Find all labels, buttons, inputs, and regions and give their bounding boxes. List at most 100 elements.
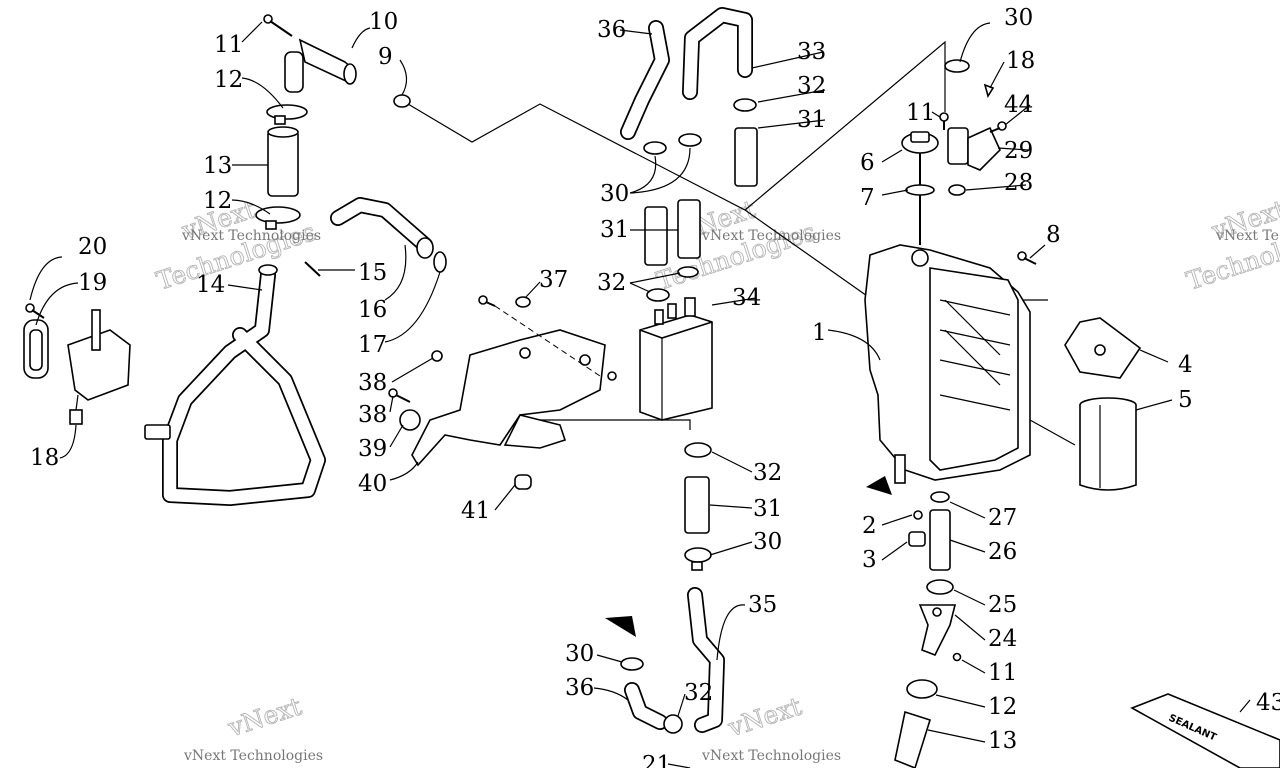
callout-5: 5	[1178, 387, 1193, 413]
callout-21: 21	[642, 752, 671, 768]
callout-13: 13	[203, 153, 232, 179]
callout-10: 10	[369, 9, 398, 35]
callout-11: 11	[906, 100, 935, 126]
o-ring-27	[930, 491, 950, 503]
watermark-logo-vnext: vNext	[224, 692, 305, 743]
hose-37	[620, 20, 670, 140]
watermark-caption: vNext Technologies	[701, 228, 841, 244]
ring-32-top	[733, 98, 757, 112]
screw-44	[989, 121, 1007, 133]
callout-32: 32	[684, 680, 713, 706]
clamp-30-tank	[944, 59, 970, 73]
elbow-36	[620, 657, 668, 730]
callout-17: 17	[358, 332, 387, 358]
bracket-plate-4	[1064, 317, 1142, 379]
callout-38: 37	[539, 267, 568, 293]
canister-34	[639, 297, 713, 421]
callout-41: 40	[358, 471, 387, 497]
drain-plug-3	[908, 531, 926, 547]
callout-12: 12	[214, 67, 243, 93]
callout-11: 11	[214, 32, 243, 58]
callout-35: 35	[748, 592, 777, 618]
hose-14	[144, 264, 326, 506]
dipstick-cap-6	[901, 131, 939, 245]
callout-28: 28	[1004, 170, 1033, 196]
direction-arrow-right	[866, 476, 892, 495]
watermark-caption: vNext Technologies	[701, 748, 841, 764]
callout-27: 27	[988, 505, 1017, 531]
callout-18: 18	[1006, 48, 1035, 74]
plug-40	[399, 409, 421, 431]
hose-16	[330, 197, 434, 259]
o-ring-9	[393, 94, 411, 108]
filter-sleeve-5	[1079, 397, 1137, 491]
grommet-38-lower	[431, 350, 443, 362]
callout-31: 31	[753, 496, 782, 522]
elbow-fitting-10	[284, 38, 357, 93]
callout-32: 32	[797, 73, 826, 99]
nut-bracket	[607, 371, 617, 381]
screw-39	[388, 388, 411, 403]
callout-40: 39	[358, 436, 387, 462]
o-ring-25	[926, 579, 954, 595]
screw-11-tank	[939, 112, 949, 130]
hose-31-pair	[644, 199, 701, 266]
watermark-caption: vNext Technologies	[183, 748, 323, 764]
callout-29: 29	[1004, 138, 1033, 164]
ring-32-lower	[663, 714, 683, 734]
callout-30: 30	[753, 529, 782, 555]
callout-30: 30	[1004, 5, 1033, 31]
callout-43: 43	[1256, 690, 1280, 716]
clip-18	[983, 83, 995, 98]
leader-lines	[29, 21, 1251, 768]
direction-arrow-left	[605, 616, 636, 637]
bolt-38-top	[478, 295, 496, 307]
watermark-caption: vNext Technologies	[181, 228, 321, 244]
callout-19: 19	[78, 270, 107, 296]
oil-tank-1	[864, 244, 1031, 484]
callout-24: 24	[988, 626, 1017, 652]
watermark-logo: vNext	[223, 691, 305, 743]
screw-11-lower	[952, 652, 962, 662]
callout-32: 32	[597, 270, 626, 296]
callout-25: 25	[988, 592, 1017, 618]
callout-38: 38	[358, 370, 387, 396]
clamp-30-upper-pair	[643, 133, 702, 155]
callout-32: 32	[753, 460, 782, 486]
callout-labels: 10 9 11 12 13 12 14 15 16 17 20 19 18 36…	[30, 5, 1280, 768]
callout-15: 15	[358, 260, 387, 286]
hose-33	[682, 7, 753, 100]
lower-hose-stack	[684, 442, 712, 571]
callout-3: 3	[862, 547, 877, 573]
bracket-41	[411, 329, 606, 467]
clamp-17	[433, 251, 447, 273]
hose-clamp-12-lower	[255, 206, 301, 230]
elbow-24	[918, 604, 957, 657]
callout-37: 36	[597, 17, 626, 43]
callout-16: 16	[358, 297, 387, 323]
callout-11: 11	[988, 660, 1017, 686]
callout-31: 31	[600, 217, 629, 243]
watermark-caption-partial: vNext Te	[1215, 228, 1279, 244]
washer-2	[913, 510, 923, 520]
ring-32-pair	[646, 266, 699, 302]
nut-38	[515, 296, 531, 308]
callout-9: 9	[378, 44, 393, 70]
callout-4: 4	[1178, 352, 1193, 378]
connector-15	[304, 261, 321, 277]
callout-13: 13	[988, 728, 1017, 754]
bolt-8	[1017, 251, 1037, 265]
bracket-assembly-19	[23, 309, 131, 425]
callout-14: 14	[196, 272, 225, 298]
callout-39: 38	[358, 402, 387, 428]
watermark-logo-vnext: vNext	[724, 692, 805, 743]
callout-30: 30	[565, 641, 594, 667]
bracket-29	[947, 126, 1001, 171]
clamp-12-lower	[906, 679, 938, 699]
watermark-logo: vNext	[723, 691, 805, 743]
callout-34: 34	[732, 285, 761, 311]
hose-13-top	[267, 126, 299, 197]
callout-18: 18	[30, 445, 59, 471]
hose-31-top	[734, 127, 758, 187]
